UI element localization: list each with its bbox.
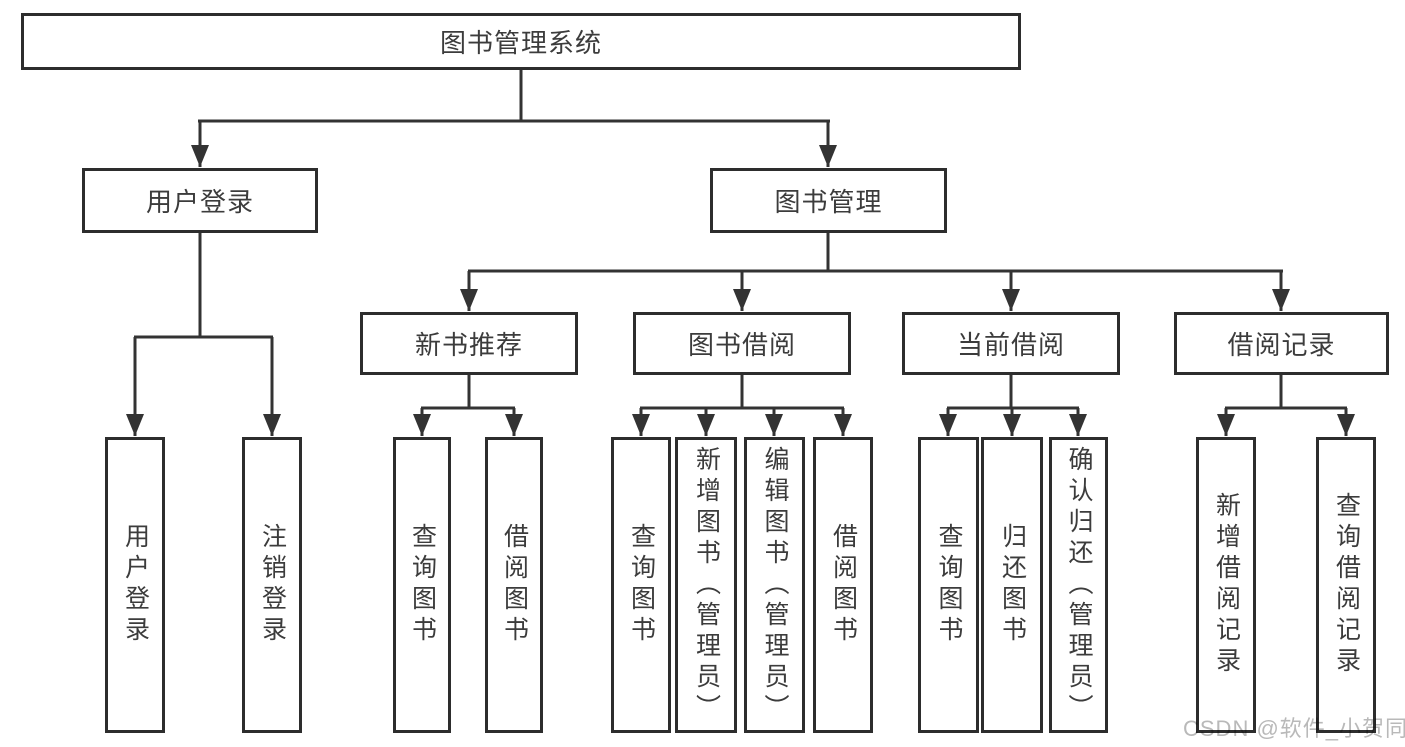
leaf-query-books-current: 查询图书 bbox=[918, 437, 979, 733]
node-label: 图书借阅 bbox=[687, 330, 796, 360]
leaf-query-borrow-record: 查询借阅记录 bbox=[1316, 437, 1376, 733]
node-borrow-records: 借阅记录 bbox=[1174, 312, 1389, 375]
connector-book-management-children bbox=[460, 232, 1290, 311]
connector-current-borrow-children bbox=[939, 375, 1087, 436]
node-label: 查询图书 bbox=[627, 523, 656, 647]
node-user-login: 用户登录 bbox=[82, 168, 318, 233]
connector-user-login-children bbox=[126, 232, 281, 436]
node-label: 图书管理系统 bbox=[439, 28, 602, 58]
node-label: 新增借阅记录 bbox=[1212, 492, 1241, 678]
node-label: 查询图书 bbox=[935, 523, 963, 647]
csdn-watermark: CSDN @软件_小贺同学 bbox=[1183, 716, 1405, 741]
node-book-borrow: 图书借阅 bbox=[633, 312, 851, 375]
node-label: 借阅图书 bbox=[829, 523, 858, 647]
node-label: 用户登录 bbox=[145, 187, 254, 217]
connector-borrow-records-children bbox=[1217, 375, 1355, 436]
node-label: 新增图书（管理员） bbox=[692, 445, 721, 725]
connector-book-borrow-children bbox=[632, 375, 852, 436]
node-label: 查询借阅记录 bbox=[1332, 492, 1361, 678]
node-library-management-system: 图书管理系统 bbox=[21, 13, 1021, 70]
node-label: 确认归还（管理员） bbox=[1065, 445, 1093, 725]
node-label: 用户登录 bbox=[121, 523, 150, 647]
node-label: 借阅记录 bbox=[1227, 330, 1336, 360]
leaf-add-borrow-record: 新增借阅记录 bbox=[1196, 437, 1256, 733]
node-label: 编辑图书（管理员） bbox=[761, 445, 789, 725]
node-label: 查询图书 bbox=[408, 523, 437, 647]
leaf-query-books-borrow: 查询图书 bbox=[611, 437, 671, 733]
leaf-borrow-books: 借阅图书 bbox=[813, 437, 873, 733]
node-book-management: 图书管理 bbox=[710, 168, 947, 233]
node-label: 借阅图书 bbox=[500, 523, 529, 647]
node-label: 注销登录 bbox=[258, 523, 287, 647]
leaf-confirm-return-admin: 确认归还（管理员） bbox=[1049, 437, 1108, 733]
leaf-user-login: 用户登录 bbox=[105, 437, 165, 733]
leaf-query-books-recommend: 查询图书 bbox=[393, 437, 451, 733]
node-label: 新书推荐 bbox=[414, 330, 523, 360]
node-label: 当前借阅 bbox=[956, 330, 1065, 360]
leaf-borrow-books-recommend: 借阅图书 bbox=[485, 437, 543, 733]
leaf-edit-books-admin: 编辑图书（管理员） bbox=[744, 437, 805, 733]
leaf-logout: 注销登录 bbox=[242, 437, 302, 733]
node-label: 图书管理 bbox=[774, 187, 883, 217]
connector-root-to-level2 bbox=[191, 70, 837, 167]
leaf-return-books: 归还图书 bbox=[981, 437, 1043, 733]
node-label: 归还图书 bbox=[998, 523, 1027, 647]
leaf-add-books-admin: 新增图书（管理员） bbox=[675, 437, 737, 733]
node-new-book-recommend: 新书推荐 bbox=[360, 312, 578, 375]
node-current-borrow: 当前借阅 bbox=[902, 312, 1120, 375]
connector-new-book-recommend-children bbox=[413, 375, 523, 436]
